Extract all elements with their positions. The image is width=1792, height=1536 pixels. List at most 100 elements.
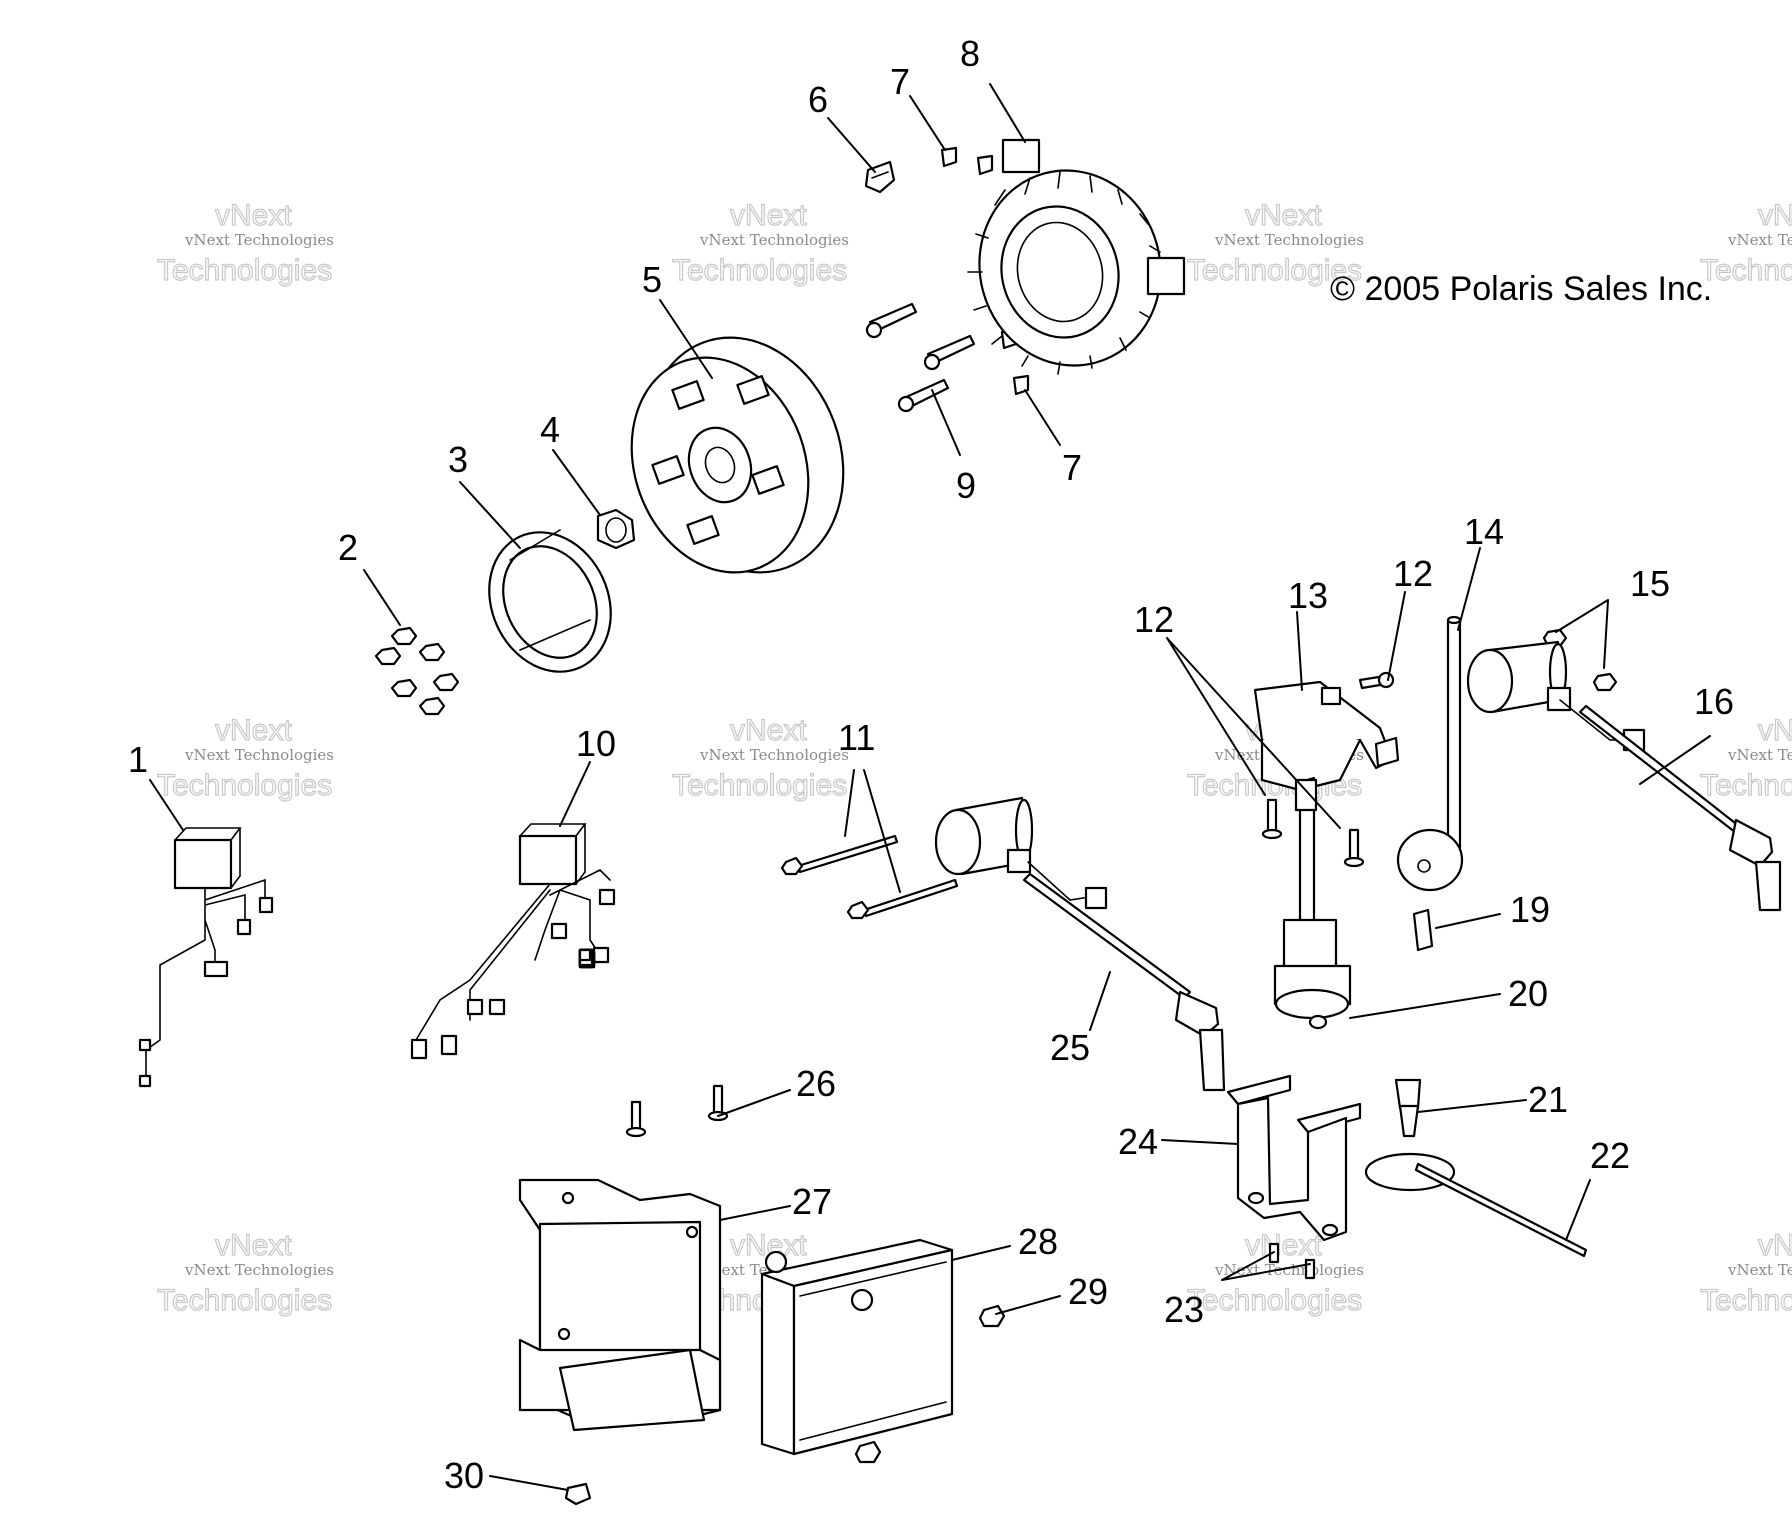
callout-1: 1 bbox=[128, 739, 148, 780]
callout-21: 21 bbox=[1528, 1079, 1568, 1120]
svg-text:Technologies: Technologies bbox=[1700, 769, 1792, 802]
callout-25: 25 bbox=[1050, 1027, 1090, 1068]
callout-9: 9 bbox=[956, 465, 976, 506]
watermark: vNext vNext Technologies Technologies bbox=[671, 713, 849, 802]
watermark: vNext vNext Technologies Technologies bbox=[1699, 713, 1792, 802]
svg-text:vNext: vNext bbox=[730, 199, 807, 232]
part-nut-29 bbox=[854, 1304, 1006, 1464]
svg-text:vNext Technologies: vNext Technologies bbox=[184, 746, 334, 764]
part-clip-30 bbox=[564, 1482, 592, 1506]
callout-16: 16 bbox=[1694, 681, 1734, 722]
callout-22: 22 bbox=[1590, 1135, 1630, 1176]
part-ignition-20 bbox=[1273, 776, 1352, 1030]
part-fitting-21 bbox=[1394, 1078, 1422, 1138]
callout-5: 5 bbox=[642, 259, 662, 300]
part-pins-12 bbox=[1261, 671, 1395, 868]
part-disc-22 bbox=[1364, 1152, 1588, 1258]
svg-text:Technologies: Technologies bbox=[157, 1284, 332, 1317]
part-rod-14 bbox=[1396, 615, 1464, 892]
svg-text:vNext Technologies: vNext Technologies bbox=[1214, 1261, 1364, 1279]
svg-text:vNext Technologies: vNext Technologies bbox=[699, 746, 849, 764]
part-module-28 bbox=[760, 1238, 954, 1456]
svg-text:vNext Technologies: vNext Technologies bbox=[1727, 1261, 1792, 1279]
callout-24: 24 bbox=[1118, 1121, 1158, 1162]
callout-8: 8 bbox=[960, 33, 980, 74]
callout-labels: 1 2 3 4 5 6 7 7 8 9 10 11 12 12 13 14 15… bbox=[128, 33, 1734, 1496]
part-long-bolts-11 bbox=[780, 834, 959, 920]
svg-text:vNext: vNext bbox=[215, 714, 292, 747]
svg-text:Technologies: Technologies bbox=[1700, 254, 1792, 287]
watermark: vNext vNext Technologies Technologies bbox=[671, 198, 849, 287]
callout-15: 15 bbox=[1630, 563, 1670, 604]
callout-26: 26 bbox=[796, 1063, 836, 1104]
copyright-notice: © 2005 Polaris Sales Inc. bbox=[1330, 270, 1712, 308]
part-nuts-15 bbox=[1542, 628, 1618, 692]
callout-11: 11 bbox=[838, 717, 875, 758]
svg-text:vNext: vNext bbox=[1245, 199, 1322, 232]
svg-text:vNext: vNext bbox=[1245, 1229, 1322, 1262]
callout-3: 3 bbox=[448, 439, 468, 480]
svg-text:vNext: vNext bbox=[1758, 714, 1792, 747]
part-harness-10 bbox=[410, 823, 616, 1060]
watermark: vNext vNext Technologies Technologies bbox=[156, 198, 334, 287]
callout-14: 14 bbox=[1464, 511, 1504, 552]
callout-30: 30 bbox=[444, 1455, 484, 1496]
callout-20: 20 bbox=[1508, 973, 1548, 1014]
part-stator-8 bbox=[967, 138, 1186, 375]
callout-12-right: 12 bbox=[1393, 553, 1433, 594]
callout-4: 4 bbox=[540, 409, 560, 450]
callout-27: 27 bbox=[792, 1181, 832, 1222]
callout-23: 23 bbox=[1164, 1289, 1204, 1330]
watermark: vNext vNext Technologies Technologies bbox=[1186, 1228, 1364, 1317]
part-coil-25 bbox=[934, 796, 1226, 1092]
callout-12-left: 12 bbox=[1134, 599, 1174, 640]
svg-text:vNext: vNext bbox=[1758, 199, 1792, 232]
callout-19: 19 bbox=[1510, 889, 1550, 930]
part-fitting-19 bbox=[1412, 908, 1434, 952]
callout-13: 13 bbox=[1288, 575, 1328, 616]
part-flywheel-5 bbox=[630, 336, 845, 574]
watermarks: vNext vNext Technologies Technologies vN… bbox=[156, 198, 1792, 1317]
svg-text:Technologies: Technologies bbox=[1187, 254, 1362, 287]
svg-text:vNext Technologies: vNext Technologies bbox=[699, 231, 849, 249]
callout-7: 7 bbox=[890, 61, 910, 102]
svg-text:vNext: vNext bbox=[1758, 1229, 1792, 1262]
part-harness-1 bbox=[138, 827, 274, 1088]
callout-2: 2 bbox=[338, 527, 358, 568]
svg-text:vNext Technologies: vNext Technologies bbox=[184, 1261, 334, 1279]
svg-text:Technologies: Technologies bbox=[672, 769, 847, 802]
part-screws-26 bbox=[625, 1084, 729, 1138]
svg-text:Technologies: Technologies bbox=[157, 254, 332, 287]
svg-text:vNext Technologies: vNext Technologies bbox=[1214, 231, 1364, 249]
svg-text:vNext: vNext bbox=[215, 199, 292, 232]
callout-28: 28 bbox=[1018, 1221, 1058, 1262]
part-bracket-27 bbox=[518, 1178, 722, 1432]
part-coil-16 bbox=[1466, 640, 1782, 912]
watermark: vNext vNext Technologies Technologies bbox=[156, 713, 334, 802]
svg-text:vNext Technologies: vNext Technologies bbox=[1727, 231, 1792, 249]
leader-lines bbox=[149, 83, 1711, 1491]
part-long-bolts-9 bbox=[865, 302, 976, 413]
svg-text:Technologies: Technologies bbox=[1187, 1284, 1362, 1317]
watermark: vNext vNext Technologies Technologies bbox=[1699, 1228, 1792, 1317]
svg-text:Technologies: Technologies bbox=[1700, 1284, 1792, 1317]
part-bolts-2 bbox=[374, 626, 460, 716]
callout-6: 6 bbox=[808, 79, 828, 120]
part-bracket-13 bbox=[1253, 680, 1400, 792]
svg-text:Technologies: Technologies bbox=[157, 769, 332, 802]
part-ring-3 bbox=[488, 529, 612, 673]
svg-text:vNext Technologies: vNext Technologies bbox=[184, 231, 334, 249]
callout-29: 29 bbox=[1068, 1271, 1108, 1312]
watermark: vNext vNext Technologies Technologies bbox=[156, 1228, 334, 1317]
svg-text:vNext: vNext bbox=[215, 1229, 292, 1262]
part-bracket-24 bbox=[1226, 1074, 1362, 1242]
watermark: vNext vNext Technologies Technologies bbox=[1186, 198, 1364, 287]
svg-text:Technologies: Technologies bbox=[672, 254, 847, 287]
part-nut-4 bbox=[596, 508, 636, 550]
watermark: vNext vNext Technologies Technologies bbox=[1699, 198, 1792, 287]
svg-text:vNext Technologies: vNext Technologies bbox=[1727, 746, 1792, 764]
svg-text:vNext: vNext bbox=[730, 714, 807, 747]
callout-7-lower: 7 bbox=[1062, 447, 1082, 488]
callout-10: 10 bbox=[576, 723, 616, 764]
